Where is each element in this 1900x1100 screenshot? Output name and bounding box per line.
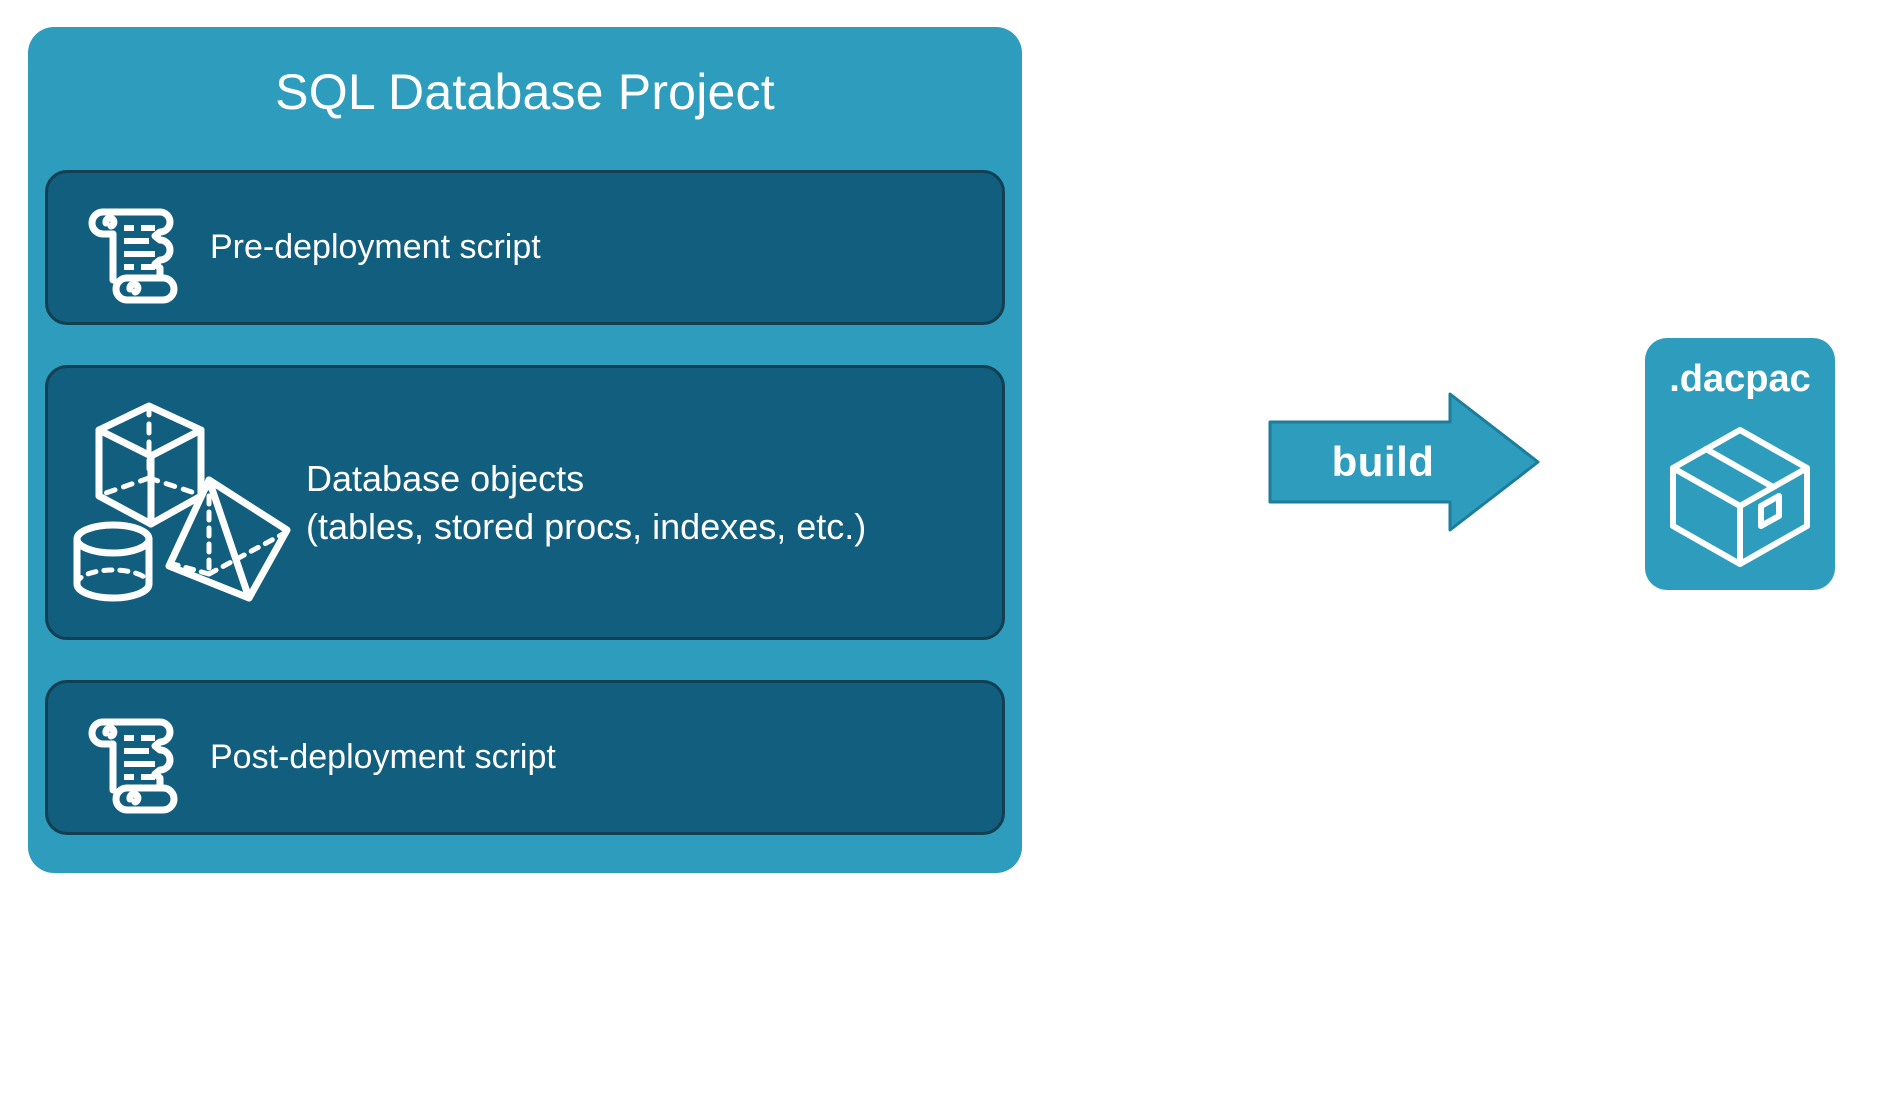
cylinder-shape bbox=[73, 521, 153, 601]
right-arrow-icon bbox=[1268, 392, 1540, 532]
project-title: SQL Database Project bbox=[275, 64, 775, 120]
card-label-text: Post-deployment script bbox=[210, 737, 556, 776]
card-label: Post-deployment script bbox=[210, 735, 556, 781]
package-box-icon bbox=[1665, 422, 1815, 572]
card-label: Pre-deployment script bbox=[210, 225, 541, 271]
sql-database-project-panel: SQL Database Project bbox=[28, 27, 1022, 873]
card-label-text: Database objects bbox=[306, 457, 585, 499]
pyramid-shape bbox=[165, 476, 291, 601]
3d-shapes-icon bbox=[56, 388, 306, 618]
build-arrow bbox=[1268, 392, 1540, 532]
card-pre-deployment-script[interactable]: Pre-deployment script bbox=[45, 170, 1005, 325]
dacpac-output-box[interactable]: .dacpac bbox=[1645, 338, 1835, 590]
scroll-icon bbox=[60, 698, 210, 818]
card-sublabel-text: (tables, stored procs, indexes, etc.) bbox=[306, 505, 867, 547]
dacpac-label: .dacpac bbox=[1669, 358, 1811, 400]
card-post-deployment-script[interactable]: Post-deployment script bbox=[45, 680, 1005, 835]
card-database-objects[interactable]: Database objects (tables, stored procs, … bbox=[45, 365, 1005, 640]
card-label-text: Pre-deployment script bbox=[210, 227, 541, 266]
scroll-icon bbox=[60, 188, 210, 308]
card-label: Database objects (tables, stored procs, … bbox=[306, 455, 866, 550]
